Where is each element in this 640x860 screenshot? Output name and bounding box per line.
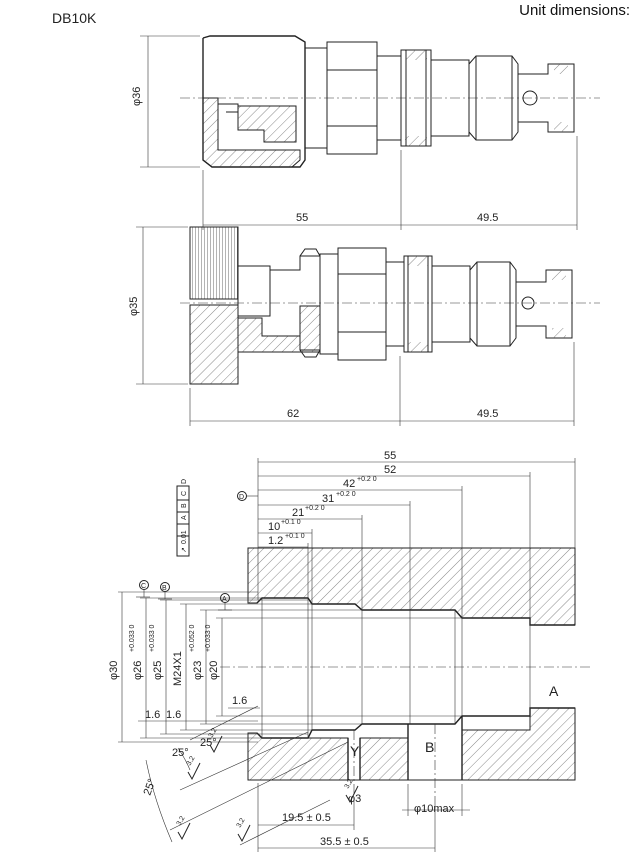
- dim-length-55-top: 55: [296, 212, 308, 224]
- roughness-3-2-e: 3.2: [344, 778, 355, 790]
- dim-dia-36: φ36: [131, 87, 143, 106]
- dim-dia-26: φ26: [132, 661, 144, 680]
- tolerance-value: 0.01: [181, 530, 188, 544]
- dim-length-19-5: 19.5 ± 0.5: [282, 812, 331, 824]
- dim-length-31-tol: +0.2 0: [336, 491, 356, 498]
- dim-angle-25-c: 25°: [142, 777, 159, 797]
- valve-view-cap-type: φ36 55 49.5: [131, 35, 600, 230]
- dim-length-10: 10: [268, 521, 280, 533]
- unit-dimensions-title: Unit dimensions:: [519, 2, 630, 19]
- dim-chamfer-1-6-c: 1.6: [232, 695, 247, 707]
- dim-length-49-5-mid: 49.5: [477, 408, 498, 420]
- dim-angle-25-b: 25°: [200, 737, 217, 749]
- dim-dia-10max: φ10max: [414, 803, 455, 815]
- dim-dia-23: φ23: [192, 661, 204, 680]
- valve-view-knob-type: φ35 62 49.5: [128, 226, 600, 426]
- tolerance-datum-d: D: [181, 479, 188, 484]
- dim-thread-m24x1: M24X1: [172, 651, 184, 686]
- tolerance-datum-c: C: [181, 491, 188, 496]
- dim-dia-25: φ25: [152, 661, 164, 680]
- dim-dia-26-tol: +0.033 0: [129, 624, 136, 652]
- port-y-label: Y: [350, 743, 360, 759]
- dim-length-62: 62: [287, 408, 299, 420]
- dim-dia-35: φ35: [128, 297, 140, 316]
- datum-b-label: B: [162, 585, 167, 592]
- dim-length-31: 31: [322, 493, 334, 505]
- dim-length-21-tol: +0.2 0: [305, 505, 325, 512]
- tolerance-frame: ↗ 0.01 A B C D: [181, 479, 188, 553]
- dim-length-42: 42: [343, 478, 355, 490]
- dim-length-35-5: 35.5 ± 0.5: [320, 836, 369, 848]
- dim-dia-20-tol: +0.033 0: [205, 624, 212, 652]
- datum-a-label: A: [222, 596, 227, 603]
- dim-length-10-tol: +0.1 0: [281, 519, 301, 526]
- tolerance-runout-symbol: ↗: [181, 547, 188, 553]
- roughness-3-2-b: 3.2: [186, 755, 197, 767]
- dim-dia-23-tol: +0.052 0: [189, 624, 196, 652]
- dim-length-55-cavity: 55: [384, 450, 396, 462]
- dim-chamfer-1-6-b: 1.6: [166, 709, 181, 721]
- dim-dia-20: φ20: [208, 661, 220, 680]
- dim-dia-30: φ30: [108, 661, 120, 680]
- datum-c-label: C: [141, 583, 146, 590]
- dim-dia-3: φ3: [348, 793, 361, 805]
- model-label: DB10K: [52, 10, 97, 26]
- dim-length-1-2: 1.2: [268, 535, 283, 547]
- dim-length-21: 21: [292, 507, 304, 519]
- roughness-3-2-a: 3.2: [208, 727, 219, 739]
- dim-dia-25-tol: +0.033 0: [149, 624, 156, 652]
- port-a-label: A: [549, 683, 559, 699]
- tolerance-datum-a: A: [181, 515, 188, 520]
- roughness-3-2-d: 3.2: [236, 817, 247, 829]
- datum-d-label: D: [239, 494, 244, 501]
- port-b-label: B: [425, 739, 434, 755]
- dim-length-52: 52: [384, 464, 396, 476]
- cavity-section: 55 52 42 +0.2 0 31 +0.2 0 21 +0.2 0 10 +…: [108, 450, 590, 852]
- dim-angle-25-a: 25°: [172, 747, 189, 759]
- dim-length-49-5-top: 49.5: [477, 212, 498, 224]
- roughness-3-2-c: 3.2: [176, 815, 187, 827]
- dim-length-1-2-tol: +0.1 0: [285, 533, 305, 540]
- dim-chamfer-1-6-a: 1.6: [145, 709, 160, 721]
- dim-length-42-tol: +0.2 0: [357, 476, 377, 483]
- tolerance-datum-b: B: [181, 503, 188, 508]
